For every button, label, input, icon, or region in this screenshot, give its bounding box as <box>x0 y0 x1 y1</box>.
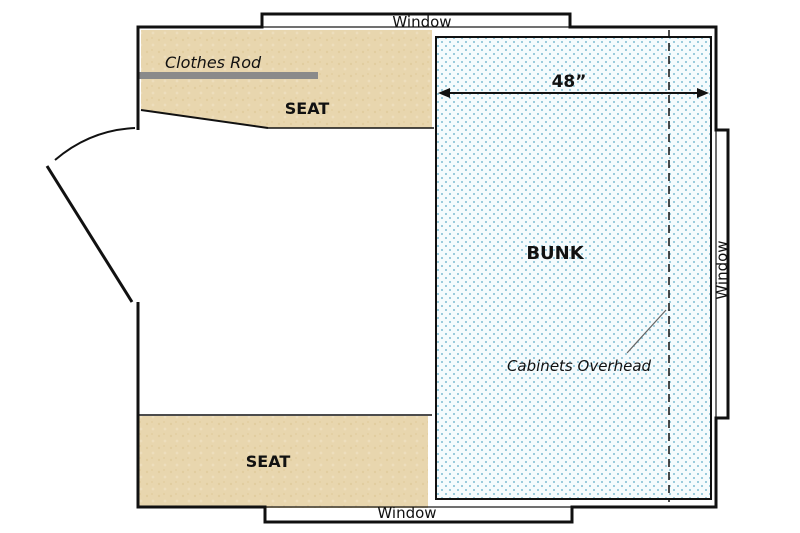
cabinets-label: Cabinets Overhead <box>507 357 652 375</box>
window-top-label: Window <box>392 13 451 31</box>
window-bottom-label: Window <box>377 504 436 522</box>
bunk-area <box>435 36 712 500</box>
window-bottom-frame <box>264 506 573 523</box>
seat-top-front <box>140 109 269 129</box>
window-top-frame <box>261 13 571 28</box>
door-swing-arc <box>54 127 136 161</box>
door-panel <box>45 165 134 303</box>
bunk-label: BUNK <box>526 243 584 264</box>
dimension-arrow-left <box>438 88 450 98</box>
window-right-label: Window <box>713 240 731 299</box>
clothes-rod-label: Clothes Rod <box>165 53 262 72</box>
window-right-frame <box>715 129 729 419</box>
seat-bottom-label: SEAT <box>246 452 291 471</box>
clothes-rod <box>138 72 318 79</box>
seat-top-label: SEAT <box>285 99 330 118</box>
seat-bottom-area <box>139 416 428 508</box>
bunk-width-label: 48” <box>552 72 587 92</box>
cabinets-leader-line <box>626 309 667 354</box>
dimension-arrow-right <box>697 88 709 98</box>
